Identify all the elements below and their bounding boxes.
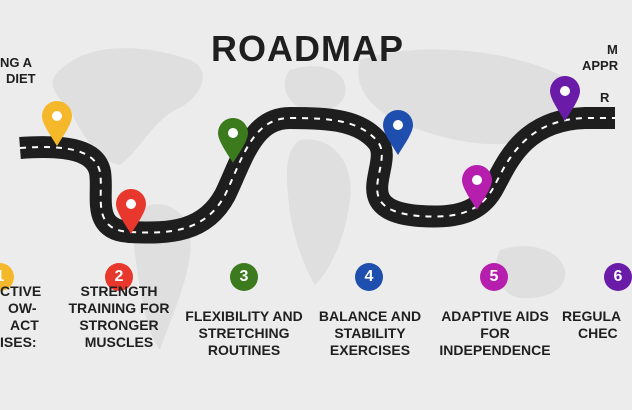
step-4-caption-line: STABILITY bbox=[334, 325, 406, 341]
step-4-caption-line: BALANCE AND bbox=[318, 308, 422, 324]
step-4-number: 4 bbox=[355, 263, 383, 291]
step-3-caption: FLEXIBILITY AND STRETCHING ROUTINES bbox=[180, 308, 308, 359]
pin-hole bbox=[560, 86, 570, 96]
top-left-note-line: NG A bbox=[0, 55, 33, 70]
map-pin-icon bbox=[462, 165, 492, 210]
pin-hole bbox=[52, 111, 62, 121]
top-left-note-line: DIET bbox=[6, 71, 36, 86]
step-3-caption-line: STRETCHING bbox=[198, 325, 290, 341]
map-pin-icon bbox=[116, 189, 146, 234]
top-right-note-line: M bbox=[607, 42, 618, 57]
step-3-number: 3 bbox=[230, 263, 258, 291]
pin-hole bbox=[393, 120, 403, 130]
step-5-caption-line: FOR bbox=[480, 325, 510, 341]
step-6-caption-line: REGULA bbox=[562, 308, 622, 324]
pin-hole bbox=[228, 128, 238, 138]
step-4-caption: BALANCE AND STABILITY EXERCISES bbox=[312, 308, 428, 359]
pin-body bbox=[218, 118, 248, 163]
map-pin-icon bbox=[42, 101, 72, 146]
road bbox=[19, 107, 615, 244]
step-5-number: 5 bbox=[480, 263, 508, 291]
pin-body bbox=[116, 189, 146, 234]
step-5-caption-line: ADAPTIVE AIDS bbox=[441, 308, 549, 324]
pin-body bbox=[383, 110, 413, 155]
road-dashes bbox=[19, 116, 615, 234]
step-3-caption-line: FLEXIBILITY AND bbox=[185, 308, 303, 324]
step-3-caption-line: ROUTINES bbox=[207, 342, 281, 358]
top-left-note: NG A DIET bbox=[0, 55, 36, 87]
step-6-caption-line: CHEC bbox=[578, 325, 618, 341]
step-2-caption-line: STRENGTH bbox=[80, 283, 158, 299]
pin-body bbox=[42, 101, 72, 146]
step-2-caption: STRENGTH TRAINING FOR STRONGER MUSCLES bbox=[56, 283, 182, 351]
step-1-caption: CTIVE OW- ACT ISES: bbox=[0, 283, 42, 351]
step-1-caption-line: ACT bbox=[10, 317, 39, 333]
top-right-note: M APPR R bbox=[582, 42, 622, 106]
top-right-note-line bbox=[582, 74, 622, 90]
map-pin-icon bbox=[550, 76, 580, 121]
page-title: ROADMAP bbox=[211, 28, 404, 69]
pins-layer bbox=[42, 76, 580, 234]
top-right-note-line: R bbox=[600, 90, 610, 105]
step-6-number: 6 bbox=[604, 263, 632, 291]
step-1-number: 1 bbox=[0, 263, 14, 291]
step-1-caption-line: ISES: bbox=[0, 334, 37, 350]
step-1-caption-line: CTIVE bbox=[0, 283, 42, 299]
pin-body bbox=[550, 76, 580, 121]
top-right-note-line: APPR bbox=[582, 58, 619, 73]
pin-hole bbox=[472, 175, 482, 185]
step-2-caption-line: MUSCLES bbox=[84, 334, 154, 350]
step-4-caption-line: EXERCISES bbox=[329, 342, 411, 358]
step-1-caption-line: OW- bbox=[8, 300, 37, 316]
map-pin-icon bbox=[383, 110, 413, 155]
step-5-caption: ADAPTIVE AIDS FOR INDEPENDENCE bbox=[436, 308, 554, 359]
step-2-caption-line: STRONGER bbox=[79, 317, 159, 333]
step-6-caption: REGULA CHEC bbox=[562, 308, 622, 342]
step-2-number: 2 bbox=[105, 263, 133, 291]
pin-body bbox=[462, 165, 492, 210]
step-2-caption-line: TRAINING FOR bbox=[68, 300, 170, 316]
step-5-caption-line: INDEPENDENCE bbox=[439, 342, 551, 358]
map-pin-icon bbox=[218, 118, 248, 163]
pin-hole bbox=[126, 199, 136, 209]
roadmap-canvas bbox=[19, 48, 615, 350]
